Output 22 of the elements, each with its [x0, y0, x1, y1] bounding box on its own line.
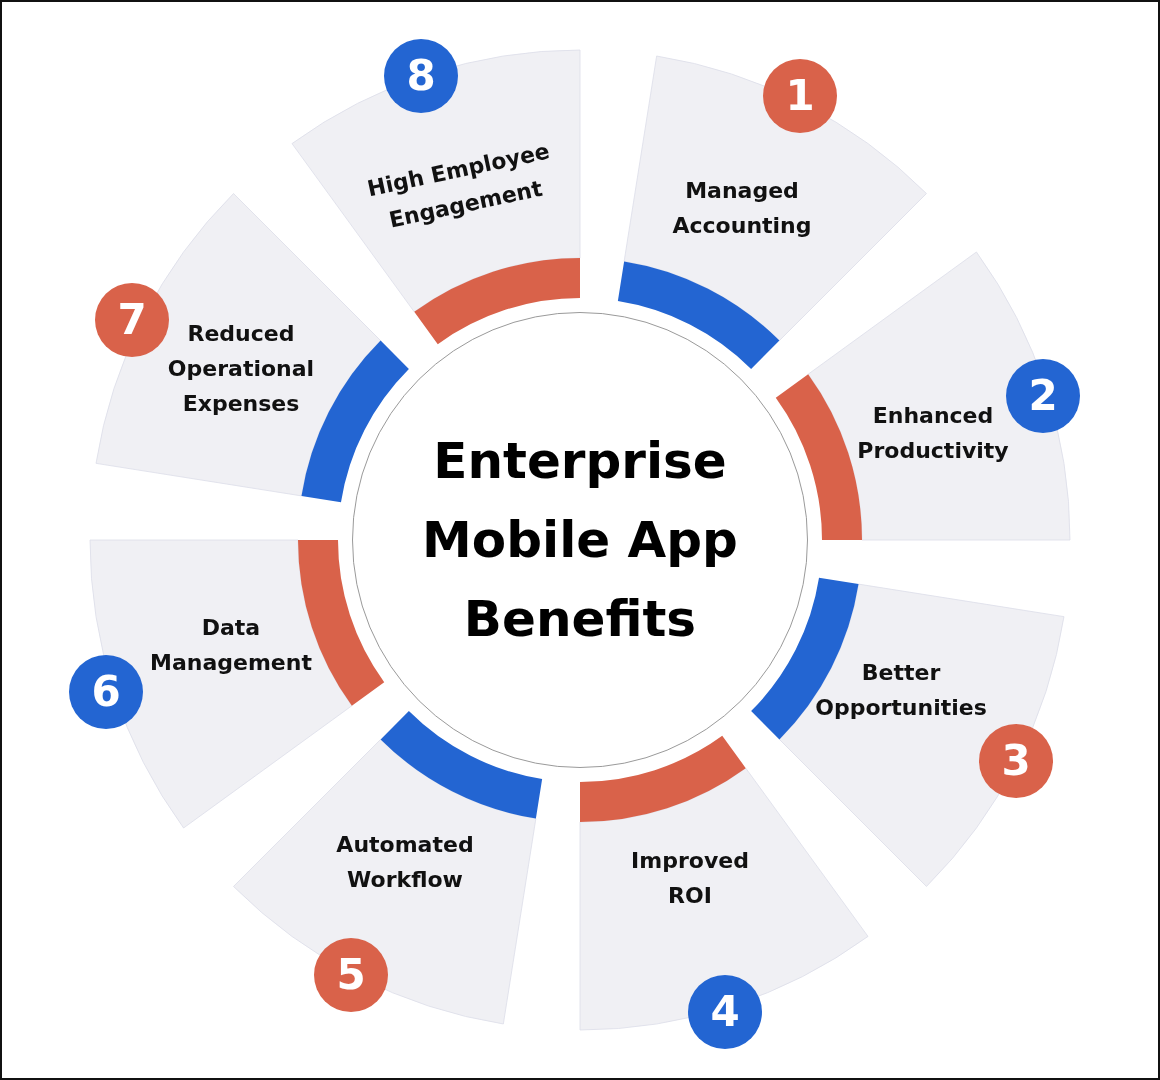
segment-label: Managed Accounting: [672, 177, 812, 240]
segment-panel: [580, 735, 869, 1030]
segment-panel: [291, 50, 580, 345]
number-badge: 5: [314, 938, 388, 1012]
segment-panel: [751, 577, 1064, 887]
segment-label: Improved ROI: [631, 847, 749, 910]
segment-panel: [775, 251, 1070, 540]
number-badge: 6: [69, 655, 143, 729]
segment-label: Better Opportunities: [815, 659, 987, 722]
segment-panel: [617, 56, 927, 369]
segment-panel: [233, 711, 543, 1024]
segment-label: Data Management: [150, 614, 312, 677]
segment-label: Automated Workflow: [336, 831, 474, 894]
segment-panel: [90, 540, 385, 829]
segment-label: Reduced Operational Expenses: [167, 319, 315, 418]
number-badge: 1: [763, 59, 837, 133]
segment-label: Enhanced Productivity: [857, 402, 1009, 465]
number-badge: 8: [384, 39, 458, 113]
number-badge: 2: [1006, 359, 1080, 433]
hub-title: Enterprise Mobile App Benefits: [421, 430, 739, 650]
number-badge: 7: [95, 283, 169, 357]
number-badge: 4: [688, 975, 762, 1049]
